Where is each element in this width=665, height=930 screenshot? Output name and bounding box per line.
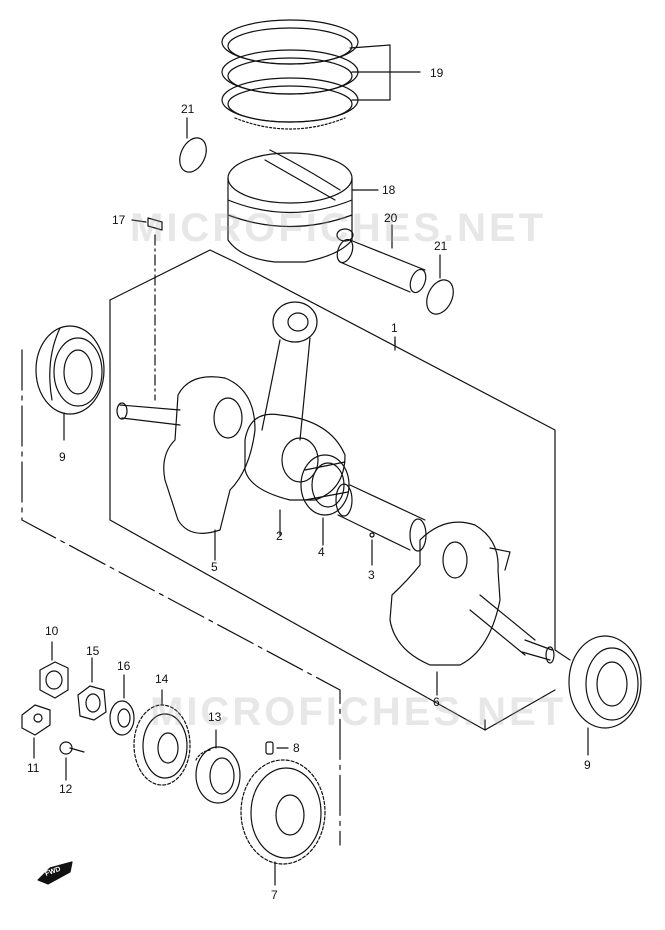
callout-17: 17 [112,213,126,227]
callout-15: 15 [86,644,100,658]
callout-1: 1 [391,321,398,335]
screw [59,741,85,781]
callout-6: 6 [433,695,440,709]
callout-9-right: 9 [584,758,591,772]
piston-ring-set [221,19,421,130]
callout-11: 11 [27,761,40,775]
crank-pin [335,483,427,566]
crankshaft-left [116,376,256,561]
circlip-lower [426,254,454,315]
callout-21-lower: 21 [434,239,448,253]
callout-18: 18 [382,183,396,197]
piston [227,149,379,263]
pin [265,741,289,755]
balancer-drive-gear [240,759,326,886]
lock-washer [21,704,51,759]
connecting-rod [244,301,346,536]
callout-9-left: 9 [59,450,66,464]
fwd-arrow-icon: FWD [37,861,73,885]
callout-5: 5 [211,560,218,574]
callout-13: 13 [208,710,222,724]
key [131,217,163,401]
crankshaft-right [389,521,555,696]
balancer-driven-gear [133,689,191,786]
needle-bearing [300,454,350,546]
callout-20: 20 [384,211,398,225]
assembly-outline [21,249,571,846]
callout-8: 8 [293,741,300,755]
callout-10: 10 [45,624,59,638]
piston-pin [336,224,427,294]
crankshaft-bearing-left [35,325,105,441]
nut [39,641,69,699]
callout-21-upper: 21 [181,102,195,116]
washer [109,674,135,736]
callout-12: 12 [59,782,73,796]
crankshaft-bearing-right [568,635,642,756]
nut-2 [77,657,107,721]
callout-14: 14 [155,672,169,686]
callout-7: 7 [271,888,278,902]
circlip-upper [179,117,207,173]
callout-3: 3 [368,568,375,582]
callout-4: 4 [318,545,325,559]
balancer-bearing [195,729,241,804]
callout-2: 2 [276,529,283,543]
callout-19: 19 [430,66,444,80]
callout-16: 16 [117,659,131,673]
